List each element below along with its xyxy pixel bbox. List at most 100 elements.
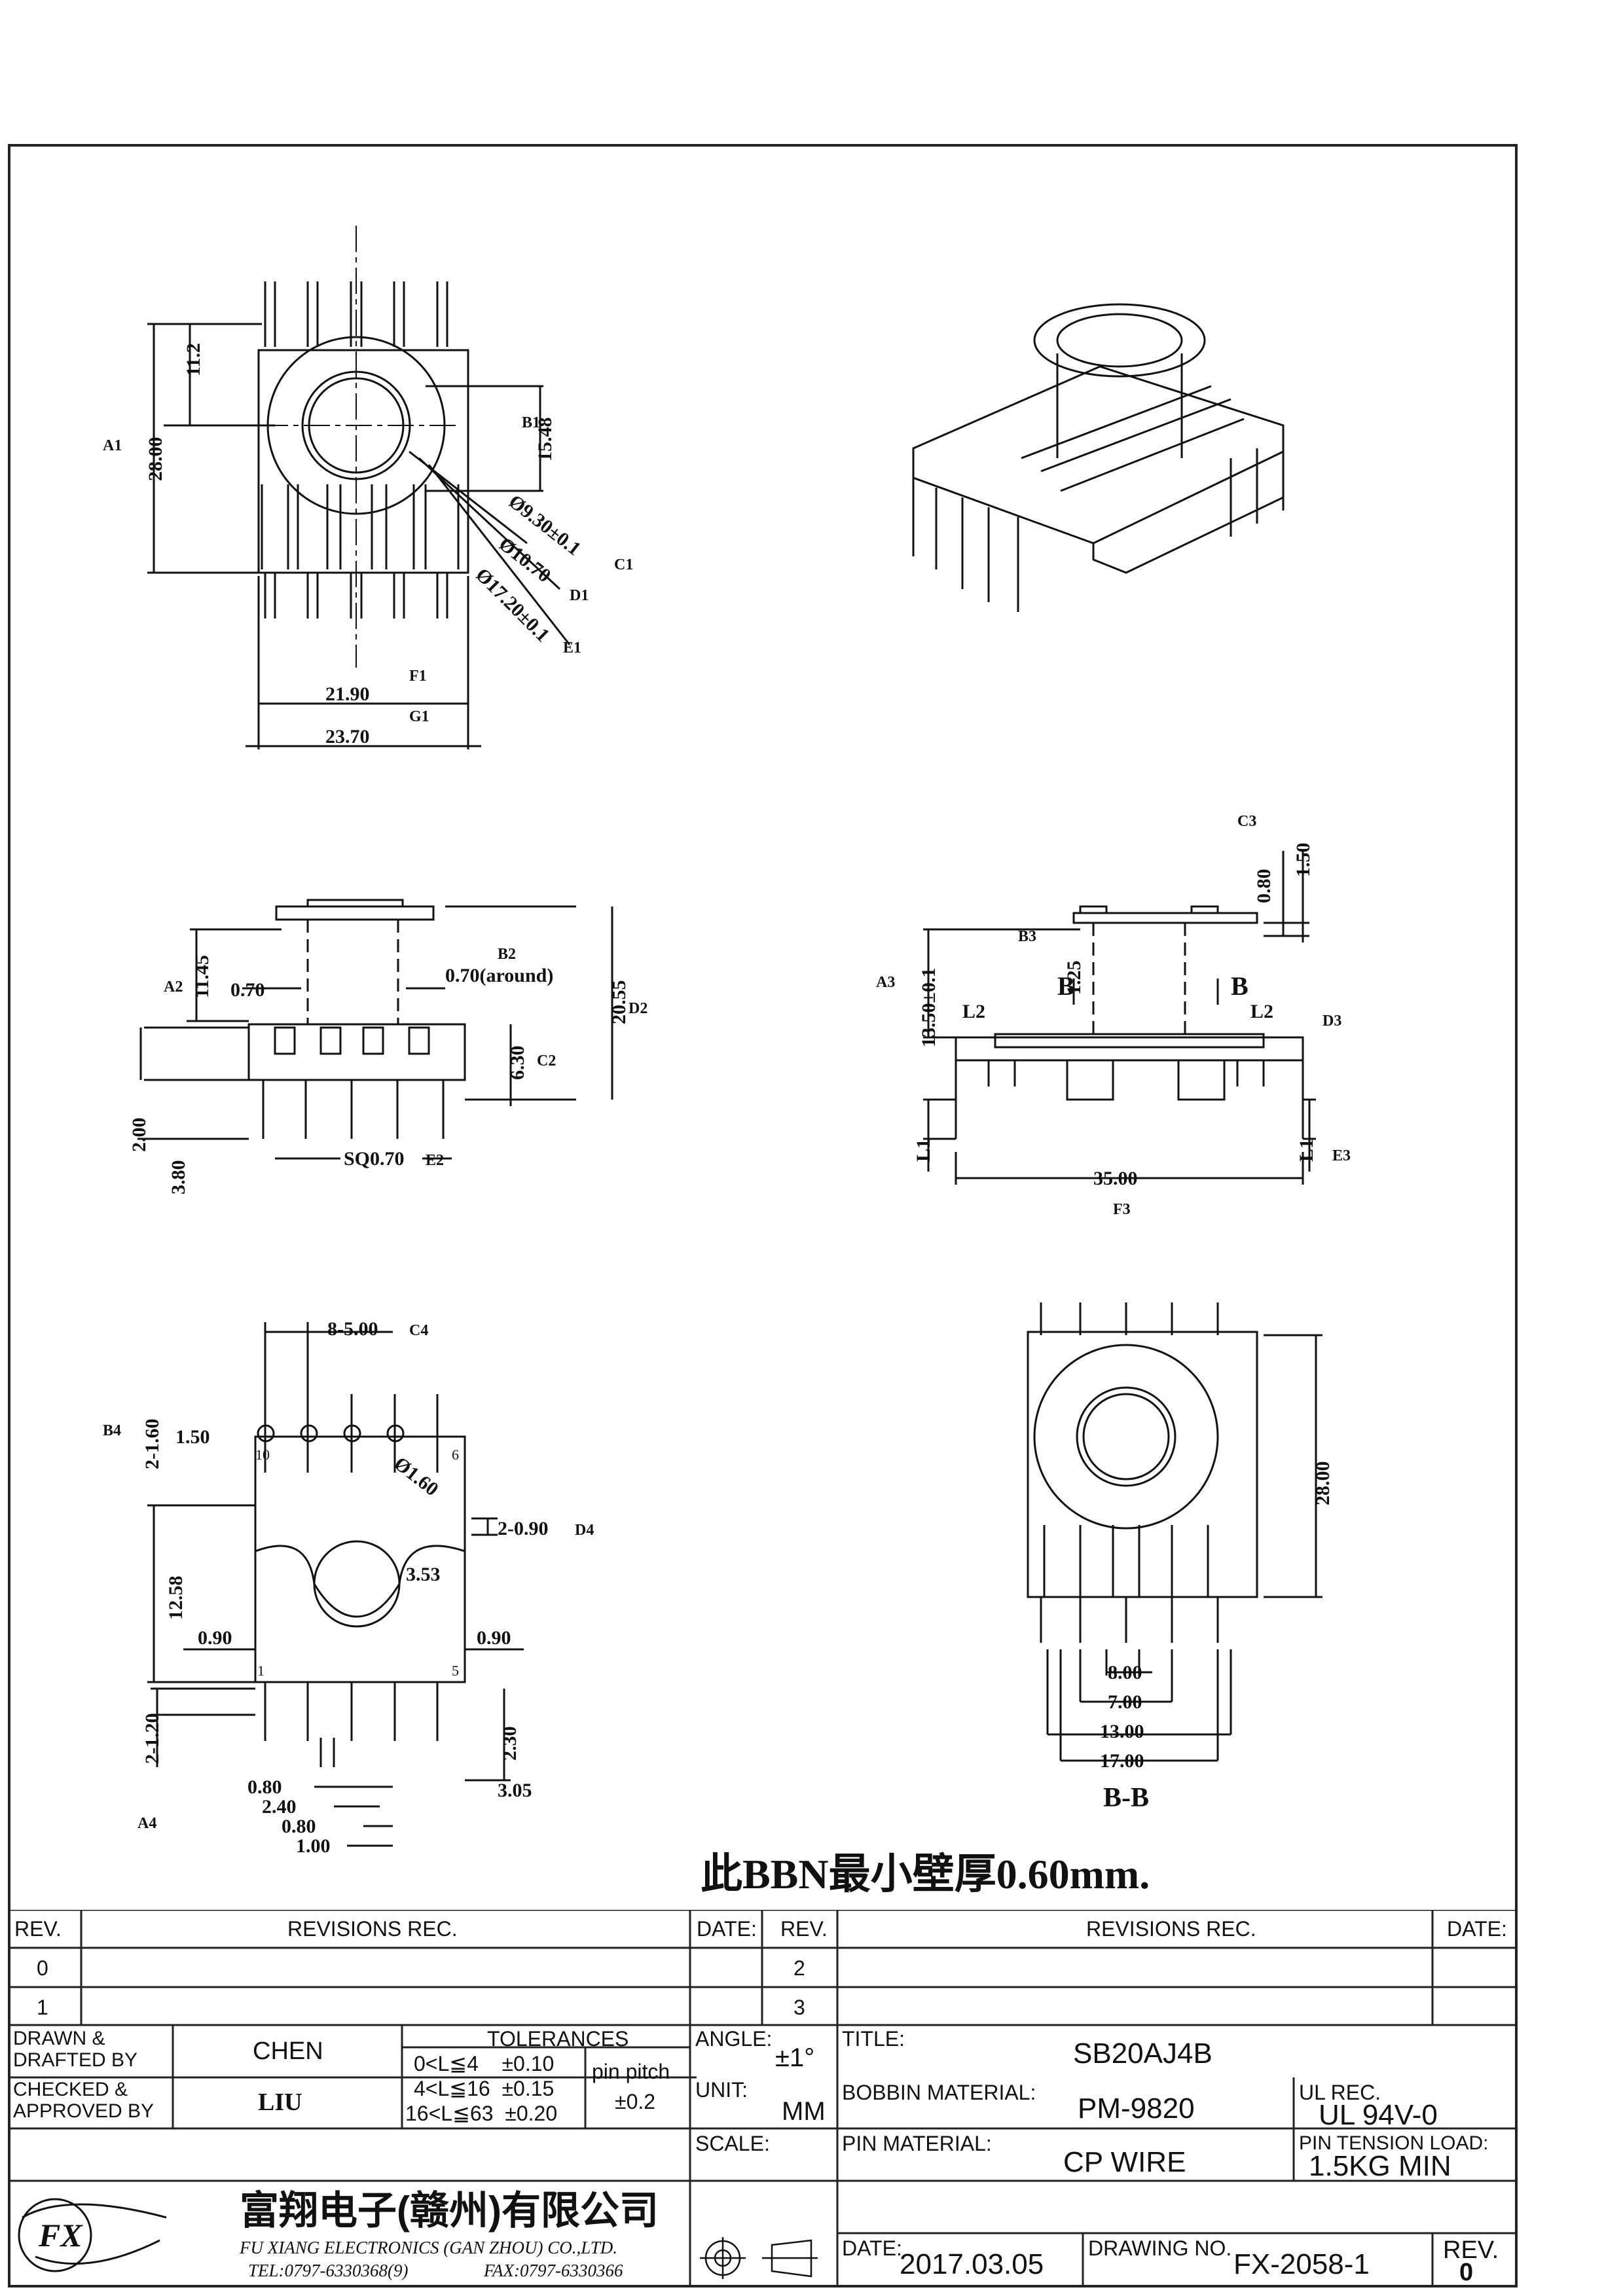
drawing-no-label: DRAWING NO. xyxy=(1088,2236,1232,2260)
front-view xyxy=(137,899,613,1160)
tolerance-row-1: 0<L≦4 ±0.10 xyxy=(414,2052,555,2075)
top-view xyxy=(147,226,571,749)
date-label: DATE: xyxy=(842,2236,902,2260)
dim-21-90: 21.90 xyxy=(325,683,370,705)
company-fax: FAX:0797-6330366 xyxy=(484,2261,623,2280)
section-view-labels: 28.00 8.00 7.00 13.00 17.00 B-B xyxy=(1100,1462,1334,1814)
tag-d4: D4 xyxy=(575,1522,594,1539)
tolerances-title: TOLERANCES xyxy=(487,2027,629,2051)
bobbin-material-label: BOBBIN MATERIAL: xyxy=(842,2081,1036,2104)
tag-a2: A2 xyxy=(164,978,183,996)
section-view xyxy=(1027,1302,1322,1762)
dim-17-00: 17.00 xyxy=(1100,1750,1144,1772)
section-label-b-b: B-B xyxy=(1103,1783,1149,1813)
tag-g1: G1 xyxy=(409,708,429,725)
dim-0-80-lower: 0.80 xyxy=(282,1816,316,1837)
rev-value: 0 xyxy=(1459,2259,1474,2286)
checked-by-label: CHECKED & APPROVED BY xyxy=(13,2079,155,2122)
company-name-cn: 富翔电子(赣州)有限公司 xyxy=(240,2189,659,2233)
dim-3-05: 3.05 xyxy=(498,1780,532,1801)
tag-f1: F1 xyxy=(409,668,427,685)
tag-a4: A4 xyxy=(137,1815,156,1832)
dim-1-50-bottom: 1.50 xyxy=(175,1426,210,1448)
company-logo xyxy=(18,2198,167,2272)
pin-number-6: 6 xyxy=(452,1446,459,1463)
pin-number-5: 5 xyxy=(452,1662,459,1679)
drawing-frame xyxy=(8,144,1518,2287)
tag-a3: A3 xyxy=(876,974,895,991)
tag-d1: D1 xyxy=(570,587,589,604)
dim-0-80-side: 0.80 xyxy=(1253,869,1275,904)
dim-1-50-side: 1.50 xyxy=(1292,843,1314,878)
top-view-labels: 11.2 28.00 15.48 Ø9.30±0.1 Ø10.70 Ø17.20… xyxy=(103,343,633,747)
tag-b1: B1 xyxy=(522,414,540,431)
company-logo-text: FX xyxy=(39,2217,82,2253)
dim-11-2: 11.2 xyxy=(183,343,204,376)
dim-28-00-top: 28.00 xyxy=(145,437,166,482)
unit-label: UNIT: xyxy=(695,2078,748,2102)
tag-e2: E2 xyxy=(426,1152,444,1169)
rev-row-0: 0 xyxy=(37,1956,48,1980)
rev-label: REV. xyxy=(1443,2236,1499,2264)
dim-2-0-90: 2-0.90 xyxy=(498,1518,549,1539)
company-name-en: FU XIANG ELECTRONICS (GAN ZHOU) CO.,LTD. xyxy=(240,2238,617,2257)
wall-thickness-note: 此BBN最小壁厚0.60mm. xyxy=(701,1851,1150,1897)
pin-pitch-label: pin pitch xyxy=(592,2060,670,2083)
pin-number-10: 10 xyxy=(255,1446,270,1463)
dim-6-30: 6.30 xyxy=(507,1046,528,1081)
pin-tension-value: 1.5KG MIN xyxy=(1309,2150,1451,2182)
dim-0-80-upper: 0.80 xyxy=(247,1776,282,1798)
drawn-by-label: DRAWN & DRAFTED BY xyxy=(13,2028,138,2071)
angle-label: ANGLE: xyxy=(695,2027,773,2051)
dim-0-90-right: 0.90 xyxy=(477,1627,511,1649)
dim-l1-right: L1 xyxy=(1296,1139,1317,1162)
tag-c1: C1 xyxy=(614,556,633,573)
section-mark-b-right: B xyxy=(1231,971,1249,1001)
tag-d3: D3 xyxy=(1322,1013,1341,1030)
pin-tension-label: PIN TENSION LOAD: xyxy=(1299,2132,1489,2154)
title-label: TITLE: xyxy=(842,2027,905,2051)
dim-3-80: 3.80 xyxy=(168,1160,189,1195)
scale-label: SCALE: xyxy=(695,2132,770,2155)
drawing-no-value: FX-2058-1 xyxy=(1233,2248,1370,2280)
dim-sq0-70: SQ0.70 xyxy=(344,1148,405,1170)
dim-l2-left: L2 xyxy=(962,1001,985,1022)
dim-2-00: 2.00 xyxy=(128,1118,150,1153)
tag-a1: A1 xyxy=(103,437,122,454)
side-view-labels: 0.80 1.50 13.50±0.1 1.25 L2 L2 L1 L1 35.… xyxy=(876,813,1351,1218)
ul-rec-label: UL REC. xyxy=(1299,2081,1381,2104)
bobbin-material-value: PM-9820 xyxy=(1078,2092,1195,2125)
bottom-view-labels: 8-5.00 2-1.60 1.50 Ø1.60 2-0.90 12.58 3.… xyxy=(103,1318,594,1857)
dim-1-25: 1.25 xyxy=(1063,961,1085,996)
dim-13-50: 13.50±0.1 xyxy=(918,968,939,1047)
dim-l2-right: L2 xyxy=(1250,1001,1273,1022)
isometric-view xyxy=(912,303,1285,612)
revisions-header-left: REVISIONS REC. xyxy=(287,1917,458,1941)
tag-f3: F3 xyxy=(1113,1201,1131,1218)
tag-b3: B3 xyxy=(1018,928,1036,945)
pin-material-value: CP WIRE xyxy=(1063,2146,1186,2178)
date-header-right: DATE: xyxy=(1447,1917,1507,1941)
dim-28-00-section: 28.00 xyxy=(1312,1462,1334,1506)
drawn-by-value: CHEN xyxy=(253,2037,323,2065)
dim-13-00: 13.00 xyxy=(1100,1721,1144,1742)
angle-value: ±1° xyxy=(775,2043,815,2072)
dim-8-5-00: 8-5.00 xyxy=(327,1318,378,1340)
projection-symbol xyxy=(700,2237,818,2279)
rev-row-3: 3 xyxy=(793,1996,805,2019)
pin-number-1: 1 xyxy=(257,1662,264,1679)
company-tel: TEL:0797-6330368(9) xyxy=(248,2261,409,2280)
date-value: 2017.03.05 xyxy=(900,2248,1044,2280)
unit-value: MM xyxy=(782,2097,826,2126)
dim-35-00: 35.00 xyxy=(1093,1168,1138,1189)
rev-header-right: REV. xyxy=(780,1917,828,1941)
dim-0-70-around: 0.70(around) xyxy=(445,965,553,986)
dim-0-70-left: 0.70 xyxy=(230,979,265,1001)
dim-7-00: 7.00 xyxy=(1108,1691,1142,1713)
dim-2-1-60: 2-1.60 xyxy=(141,1419,163,1470)
rev-header: REV. xyxy=(14,1917,62,1941)
dim-0-90-left: 0.90 xyxy=(198,1627,232,1649)
dim-20-55: 20.55 xyxy=(608,980,630,1025)
top-pins xyxy=(261,281,460,619)
